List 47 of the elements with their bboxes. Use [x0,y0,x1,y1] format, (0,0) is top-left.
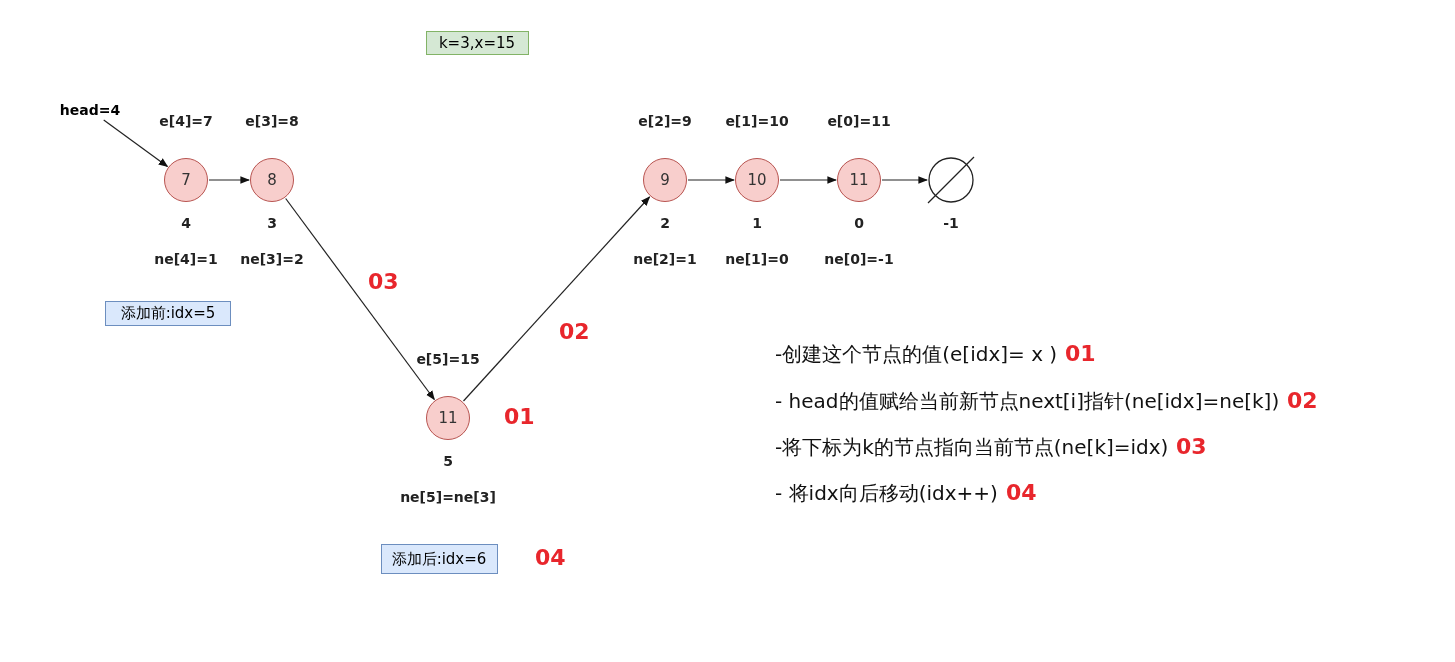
step-number: 02 [1287,388,1318,413]
index-label: 0 [854,215,864,231]
index-label: 4 [181,215,191,231]
index-label: 5 [443,453,453,469]
index-label: 3 [267,215,277,231]
arrow [881,176,928,184]
list-node-circle: 11 [426,396,470,440]
next-pointer-label: ne[1]=0 [725,251,789,267]
arrow [687,176,735,184]
note-text: - head的值赋给当前新节点next[i]指针(ne[idx]=ne[k]) [775,388,1280,415]
index-label: 1 [752,215,762,231]
parameter-box: k=3,x=15 [425,31,529,55]
list-node-circle: 10 [735,158,779,202]
index-box: 添加前:idx=5 [105,300,231,326]
arrow [103,119,169,168]
step-number: 04 [1006,480,1037,505]
list-node-circle: 7 [164,158,208,202]
next-pointer-label: ne[3]=2 [240,251,304,267]
note-text: -创建这个节点的值(e[idx]= x ) [775,341,1058,368]
note-text: - 将idx向后移动(idx++) [775,480,998,507]
next-pointer-label: ne[4]=1 [154,251,218,267]
step-number: 01 [504,404,535,429]
value-label: e[0]=11 [827,113,891,129]
null-node-icon [928,157,974,203]
index-label: 2 [660,215,670,231]
arrow [779,176,837,184]
arrow [285,197,435,401]
index-box: 添加后:idx=6 [380,544,498,574]
next-pointer-label: ne[2]=1 [633,251,697,267]
next-pointer-label: ne[5]=ne[3] [400,489,496,505]
list-node-circle: 8 [250,158,294,202]
value-label: e[5]=15 [416,351,480,367]
step-number: 01 [1065,341,1096,366]
arrow [208,176,250,184]
step-number: 03 [1176,434,1207,459]
note-text: -将下标为k的节点指向当前节点(ne[k]=idx) [775,434,1169,461]
next-pointer-label: ne[0]=-1 [824,251,894,267]
index-label: -1 [943,215,959,231]
value-label: e[1]=10 [725,113,789,129]
value-label: e[2]=9 [638,113,692,129]
value-label: e[3]=8 [245,113,299,129]
step-number: 04 [535,545,566,570]
head-pointer-label: head=4 [54,100,126,120]
list-node-circle: 9 [643,158,687,202]
list-node-circle: 11 [837,158,881,202]
value-label: e[4]=7 [159,113,213,129]
arrow [462,196,651,402]
